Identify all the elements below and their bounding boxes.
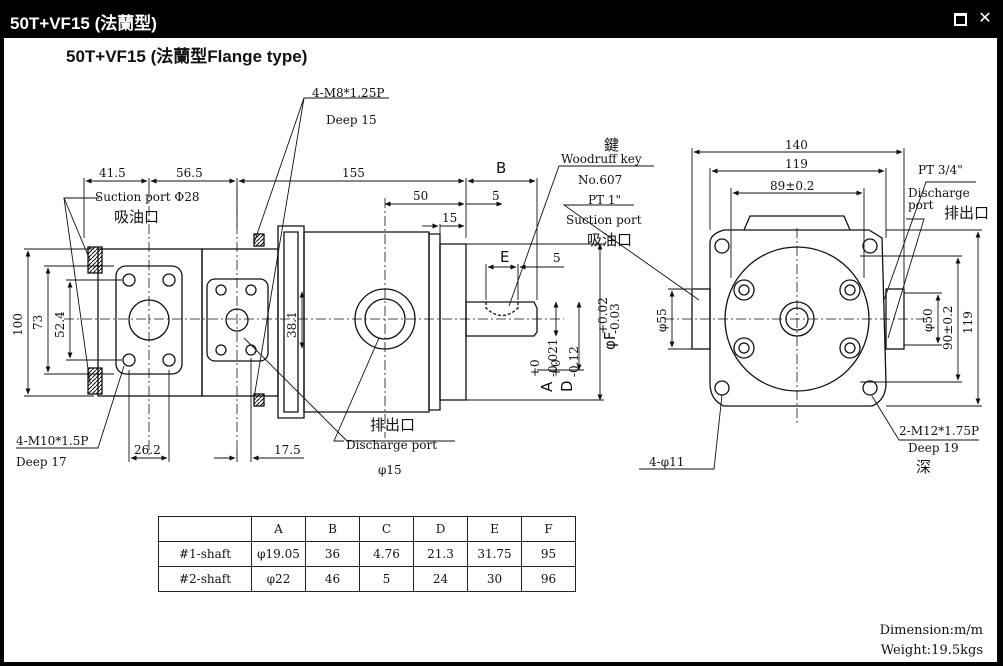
label-tol-a-sup: +0 bbox=[528, 359, 542, 377]
label-deep-zh: 深 bbox=[916, 458, 931, 476]
center-lines bbox=[64, 188, 564, 458]
table-row: #2-shaft φ22 46 5 24 30 96 bbox=[158, 566, 576, 592]
table-cell: φ19.05 bbox=[251, 541, 306, 567]
label-5b: 5 bbox=[553, 251, 561, 265]
label-m8: 4-M8*1.25P bbox=[312, 86, 384, 100]
label-suction-zh: 吸油口 bbox=[114, 208, 159, 226]
label-90: 90±0.2 bbox=[941, 306, 955, 350]
table-cell: #1-shaft bbox=[158, 541, 252, 567]
table-header-row: A B C D E F bbox=[158, 516, 576, 542]
label-e: E bbox=[500, 248, 509, 266]
front-center-lines bbox=[664, 228, 929, 423]
label-suction-port: Suction port Φ28 bbox=[95, 190, 199, 204]
label-5a: 5 bbox=[492, 189, 500, 203]
label-56-5: 56.5 bbox=[176, 166, 203, 180]
label-suction-port2: Suction port bbox=[566, 213, 642, 227]
front-leader-lines bbox=[562, 181, 979, 470]
dimension-unit-note: Dimension:m/m bbox=[879, 623, 983, 638]
table-cell: 31.75 bbox=[467, 541, 522, 567]
label-tol-d: D bbox=[558, 380, 576, 392]
label-discharge-zh2: 排出口 bbox=[944, 204, 989, 222]
table-cell: 24 bbox=[413, 566, 468, 592]
label-phi15: φ15 bbox=[378, 463, 402, 477]
label-discharge2: Discharge bbox=[908, 186, 970, 200]
label-140: 140 bbox=[785, 138, 808, 152]
table-cell: φ22 bbox=[251, 566, 306, 592]
label-155: 155 bbox=[342, 166, 365, 180]
shaft-spec-table: A B C D E F #1-shaft φ19.05 36 4.76 21.3… bbox=[158, 516, 576, 592]
table-cell: 4.76 bbox=[359, 541, 414, 567]
label-tol-f-sup: +0.02 bbox=[596, 297, 610, 334]
label-15: 15 bbox=[442, 211, 457, 225]
leader-lines bbox=[16, 97, 654, 449]
label-woodruff: Woodruff key bbox=[561, 152, 642, 166]
label-port: port bbox=[908, 198, 934, 212]
dimension-labels: 4-M8*1.25P Deep 15 41.5 56.5 155 B Sucti… bbox=[11, 86, 989, 477]
weight-note: Weight:19.5kgs bbox=[880, 643, 983, 658]
label-pt1: PT 1" bbox=[588, 193, 621, 207]
table-row: #1-shaft φ19.05 36 4.76 21.3 31.75 95 bbox=[158, 541, 576, 567]
label-m12: 2-M12*1.75P bbox=[899, 424, 979, 438]
front-view bbox=[691, 215, 905, 407]
page-title: 50T+VF15 (法蘭型Flange type) bbox=[66, 47, 308, 66]
label-deep19: Deep 19 bbox=[908, 441, 959, 455]
label-tol-a-sub: -0.021 bbox=[546, 339, 560, 377]
table-cell: 5 bbox=[359, 566, 414, 592]
table-header-cell: D bbox=[413, 516, 468, 542]
label-100: 100 bbox=[11, 313, 25, 336]
close-icon[interactable]: ✕ bbox=[978, 10, 992, 27]
drawing-area: 50T+VF15 (法蘭型Flange type) bbox=[4, 38, 997, 662]
table-header-cell: A bbox=[251, 516, 306, 542]
label-38-1: 38.1 bbox=[285, 311, 299, 338]
label-73: 73 bbox=[31, 315, 45, 330]
table-cell: 46 bbox=[305, 566, 360, 592]
label-26-2: 26.2 bbox=[134, 443, 161, 457]
label-pt34: PT 3/4" bbox=[918, 163, 963, 177]
label-tol-d-sup: +0 bbox=[549, 359, 563, 377]
label-deep15: Deep 15 bbox=[326, 113, 377, 127]
title-bar: 50T+VF15 (法蘭型) ✕ bbox=[0, 0, 1003, 38]
label-key-zh: 鍵 bbox=[604, 136, 619, 154]
label-41-5: 41.5 bbox=[99, 166, 126, 180]
label-52-4: 52.4 bbox=[53, 311, 67, 338]
label-119v: 119 bbox=[961, 311, 975, 334]
table-cell: 36 bbox=[305, 541, 360, 567]
table-cell: #2-shaft bbox=[158, 566, 252, 592]
table-header-cell: E bbox=[467, 516, 522, 542]
table-header-cell: B bbox=[305, 516, 360, 542]
label-suction-zh2: 吸油口 bbox=[587, 231, 632, 249]
label-phi11: 4-φ11 bbox=[649, 455, 684, 469]
table-cell: 21.3 bbox=[413, 541, 468, 567]
front-dimension-lines bbox=[668, 148, 982, 407]
label-phi50: φ50 bbox=[921, 308, 935, 332]
label-discharge-zh: 排出口 bbox=[370, 416, 415, 434]
table-header-cell: F bbox=[521, 516, 576, 542]
label-tol-d-sub: -0.12 bbox=[567, 346, 581, 377]
table-cell: 30 bbox=[467, 566, 522, 592]
label-17-5: 17.5 bbox=[274, 443, 301, 457]
dimension-lines bbox=[24, 178, 604, 462]
label-phi55: φ55 bbox=[655, 308, 669, 332]
label-discharge-port: Discharge port bbox=[346, 438, 437, 452]
technical-drawing: 4-M8*1.25P Deep 15 41.5 56.5 155 B Sucti… bbox=[11, 86, 989, 477]
label-deep17: Deep 17 bbox=[16, 455, 67, 469]
label-tol-a: A bbox=[538, 381, 556, 392]
window-title: 50T+VF15 (法蘭型) bbox=[10, 14, 157, 33]
label-phi-f: φF bbox=[601, 331, 619, 350]
table-header-cell bbox=[158, 516, 252, 542]
table-cell: 96 bbox=[521, 566, 576, 592]
table-cell: 95 bbox=[521, 541, 576, 567]
label-89: 89±0.2 bbox=[770, 179, 814, 193]
label-no607: No.607 bbox=[578, 173, 622, 187]
label-b: B bbox=[496, 159, 506, 177]
side-view bbox=[87, 225, 538, 419]
label-119: 119 bbox=[785, 157, 808, 171]
label-tol-f-sub: -0.03 bbox=[608, 303, 622, 334]
label-m10: 4-M10*1.5P bbox=[16, 434, 88, 448]
maximize-icon[interactable] bbox=[953, 12, 967, 26]
label-50: 50 bbox=[413, 189, 428, 203]
table-header-cell: C bbox=[359, 516, 414, 542]
